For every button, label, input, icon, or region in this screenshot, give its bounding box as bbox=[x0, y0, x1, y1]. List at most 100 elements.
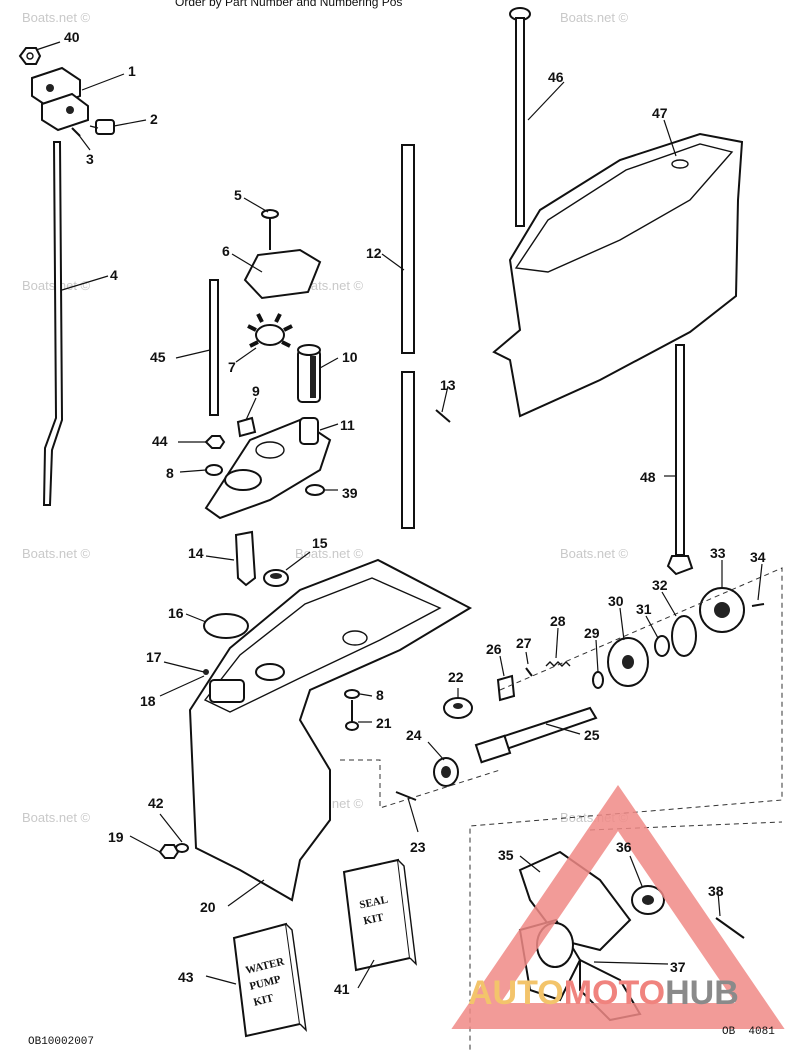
logo-auto-text: AUTO bbox=[468, 974, 564, 1012]
callout-41: 41 bbox=[334, 981, 350, 997]
watermark-2: Boats.net © bbox=[560, 10, 629, 25]
callout-43: 43 bbox=[178, 969, 194, 985]
part-20-gear-housing bbox=[188, 558, 473, 902]
callout-24: 24 bbox=[406, 727, 422, 743]
leader-lines bbox=[35, 41, 763, 989]
part-2-screw bbox=[89, 119, 115, 135]
part-28-spring bbox=[545, 661, 571, 667]
part-40-nut bbox=[18, 47, 42, 65]
callout-27: 27 bbox=[516, 635, 532, 651]
part-6-plate bbox=[243, 248, 322, 300]
part-39-o-ring bbox=[305, 484, 325, 496]
logo-triangle bbox=[451, 784, 785, 1029]
part-25-prop-shaft bbox=[474, 706, 598, 764]
seal-kit-line2: KIT bbox=[362, 911, 385, 927]
part-9-bushing bbox=[236, 416, 257, 438]
callout-22: 22 bbox=[448, 669, 464, 685]
part-12-drive-shaft bbox=[401, 144, 415, 529]
part-5-screw bbox=[261, 209, 279, 250]
part-45-stud bbox=[209, 279, 219, 416]
part-21-screw bbox=[345, 700, 359, 731]
footer-right-code: OB 4081 bbox=[722, 1026, 775, 1038]
callout-40: 40 bbox=[64, 29, 80, 45]
callout-28: 28 bbox=[550, 613, 566, 629]
part-13-pin bbox=[435, 409, 451, 423]
part-4-shift-rod bbox=[42, 141, 64, 506]
callout-47: 47 bbox=[652, 105, 668, 121]
part-15-bushing bbox=[263, 569, 289, 587]
callout-30: 30 bbox=[608, 593, 624, 609]
part-1-connector bbox=[31, 66, 89, 132]
automotohub-logo: AUTOMOTOHUB bbox=[451, 784, 785, 1029]
part-17-plug bbox=[203, 669, 209, 675]
callout-3: 3 bbox=[86, 151, 94, 167]
part-36-thrust-hub bbox=[631, 885, 665, 915]
water-pump-kit-box: WATER PUMP KIT bbox=[232, 922, 307, 1038]
callout-36: 36 bbox=[616, 839, 632, 855]
part-33-bearing-housing bbox=[699, 587, 745, 633]
part-48-stud bbox=[666, 344, 694, 576]
watermark-1: Boats.net © bbox=[22, 10, 91, 25]
callout-35: 35 bbox=[498, 847, 514, 863]
callout-48: 48 bbox=[640, 469, 656, 485]
seal-kit-line1: SEAL bbox=[358, 894, 389, 912]
callout-11: 11 bbox=[340, 417, 355, 433]
callout-5: 5 bbox=[234, 187, 242, 203]
part-32-o-ring bbox=[671, 615, 697, 657]
part-19-nut bbox=[158, 844, 180, 859]
callout-26: 26 bbox=[486, 641, 502, 657]
callout-4: 4 bbox=[110, 267, 118, 283]
callout-18: 18 bbox=[140, 693, 156, 709]
part-46-stud bbox=[509, 7, 531, 227]
watermark-6: Boats.net © bbox=[22, 546, 91, 561]
part-22-pinion-gear bbox=[443, 697, 473, 719]
part-38-cotter-pin bbox=[715, 917, 745, 939]
callout-7: 7 bbox=[228, 359, 236, 375]
callout-19: 19 bbox=[108, 829, 124, 845]
callout-29: 29 bbox=[584, 625, 600, 641]
callout-8-left: 8 bbox=[166, 465, 174, 481]
callout-32: 32 bbox=[652, 577, 668, 593]
callout-38: 38 bbox=[708, 883, 724, 899]
callout-39: 39 bbox=[342, 485, 358, 501]
svg-text:AUTOMOTOHUB: AUTOMOTOHUB bbox=[468, 974, 739, 1012]
part-47-exhaust-housing bbox=[492, 132, 744, 418]
callout-44: 44 bbox=[152, 433, 168, 449]
callout-6: 6 bbox=[222, 243, 230, 259]
callout-33: 33 bbox=[710, 545, 726, 561]
logo-moto-text: MOTO bbox=[564, 974, 665, 1012]
dashed-guide-lines bbox=[340, 567, 783, 1050]
callout-37: 37 bbox=[670, 959, 686, 975]
part-10-tube bbox=[297, 344, 321, 403]
callout-10: 10 bbox=[342, 349, 358, 365]
part-8-washer-left bbox=[205, 464, 223, 476]
watermark-9: Boats.net © bbox=[22, 810, 91, 825]
header-text: Order by Part Number and Numbering Pos bbox=[175, 0, 402, 9]
part-26-clip bbox=[496, 674, 516, 702]
callout-12: 12 bbox=[366, 245, 382, 261]
callout-23: 23 bbox=[410, 839, 426, 855]
callout-34: 34 bbox=[750, 549, 766, 565]
callout-14: 14 bbox=[188, 545, 204, 561]
part-31-bearing bbox=[654, 635, 670, 657]
part-29-washer bbox=[592, 671, 604, 689]
water-pump-kit-line3: KIT bbox=[252, 992, 275, 1009]
callout-16: 16 bbox=[168, 605, 184, 621]
callout-17: 17 bbox=[146, 649, 162, 665]
part-11-pump-housing bbox=[204, 417, 332, 520]
watermark-7: Boats.net © bbox=[295, 546, 364, 561]
part-34-screw bbox=[751, 603, 765, 607]
callout-42: 42 bbox=[148, 795, 164, 811]
part-30-clutch bbox=[607, 637, 649, 687]
part-8-washer-right bbox=[344, 689, 360, 699]
part-7-impeller bbox=[247, 313, 293, 348]
watermark-8: Boats.net © bbox=[560, 546, 629, 561]
part-27-pin bbox=[525, 667, 533, 677]
callout-21: 21 bbox=[376, 715, 392, 731]
footer-left-code: OB10002007 bbox=[28, 1036, 94, 1048]
part-24-gear bbox=[433, 757, 459, 787]
callout-13: 13 bbox=[440, 377, 456, 393]
callout-8-right: 8 bbox=[376, 687, 384, 703]
part-44-nut bbox=[204, 435, 226, 449]
callout-25: 25 bbox=[584, 727, 600, 743]
